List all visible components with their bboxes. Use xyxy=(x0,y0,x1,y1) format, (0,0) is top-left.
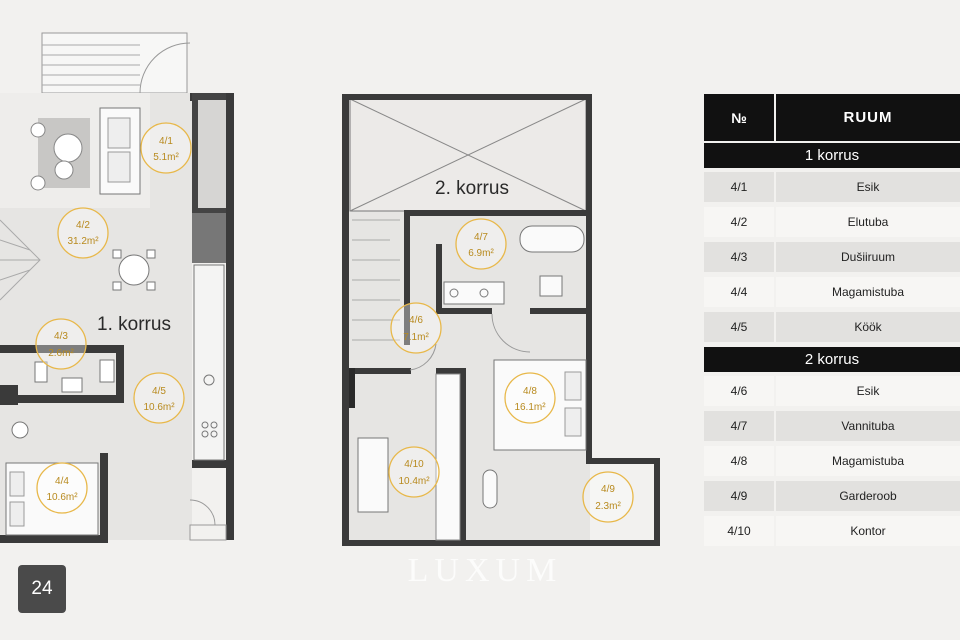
room-id: 4/9 xyxy=(601,484,615,495)
room-number: 4/8 xyxy=(704,446,774,476)
room-id: 4/4 xyxy=(55,476,69,487)
room-area: 10.4m² xyxy=(398,476,430,487)
room-name: Esik xyxy=(776,376,960,406)
room-name: Köök xyxy=(776,312,960,342)
room-number: 4/7 xyxy=(704,411,774,441)
table-header: № RUUM xyxy=(704,94,960,141)
room-marker-4-2: 4/2 31.2m² xyxy=(57,207,109,259)
room-area: 5.1m² xyxy=(153,152,179,163)
watermark-logo: LUXUM xyxy=(407,552,563,589)
room-marker-4-4: 4/4 10.6m² xyxy=(36,462,88,514)
room-area: 10.6m² xyxy=(46,492,78,503)
room-name: Kontor xyxy=(776,516,960,546)
room-marker-4-9: 4/9 2.3m² xyxy=(582,471,634,523)
room-id: 4/6 xyxy=(409,315,423,326)
room-id: 4/2 xyxy=(76,220,90,231)
room-id: 4/8 xyxy=(523,386,537,397)
floor-1-plan xyxy=(0,32,234,543)
room-area: 16.1m² xyxy=(514,402,546,413)
room-area: 7.1m² xyxy=(403,332,429,343)
room-name: Dušiiruum xyxy=(776,242,960,272)
room-area: 31.2m² xyxy=(67,236,99,247)
room-marker-4-7: 4/7 6.9m² xyxy=(455,218,507,270)
floor-1-label: 1. korrus xyxy=(97,314,171,335)
room-number: 4/2 xyxy=(704,207,774,237)
room-name: Elutuba xyxy=(776,207,960,237)
room-area: 6.9m² xyxy=(468,248,494,259)
section-header-floor-1: 1 korrus xyxy=(704,143,960,168)
room-name: Esik xyxy=(776,172,960,202)
room-id: 4/1 xyxy=(159,136,173,147)
room-area: 2.6m² xyxy=(48,348,74,359)
room-id: 4/10 xyxy=(404,459,424,470)
room-marker-4-1: 4/1 5.1m² xyxy=(140,122,192,174)
floor-2-plan xyxy=(342,94,660,546)
room-name: Vannituba xyxy=(776,411,960,441)
page-number-badge: 24 xyxy=(18,565,66,613)
room-id: 4/5 xyxy=(152,386,166,397)
room-id: 4/3 xyxy=(54,331,68,342)
column-header-room: RUUM xyxy=(843,109,893,126)
room-marker-4-5: 4/5 10.6m² xyxy=(133,372,185,424)
section-header-floor-2: 2 korrus xyxy=(704,347,960,372)
room-number: 4/3 xyxy=(704,242,774,272)
room-name: Garderoob xyxy=(776,481,960,511)
room-number: 4/6 xyxy=(704,376,774,406)
floor-plan: 1. korrus 2. korrus 4/1 5.1m² 4/2 31.2m²… xyxy=(0,32,660,546)
room-number: 4/9 xyxy=(704,481,774,511)
room-marker-4-10: 4/10 10.4m² xyxy=(388,446,440,498)
room-name: Magamistuba xyxy=(776,277,960,307)
room-marker-4-3: 4/3 2.6m² xyxy=(35,318,87,370)
floor-2-label: 2. korrus xyxy=(435,178,509,199)
room-area: 2.3m² xyxy=(595,501,621,512)
room-number: 4/1 xyxy=(704,172,774,202)
room-name: Magamistuba xyxy=(776,446,960,476)
room-number: 4/5 xyxy=(704,312,774,342)
room-number: 4/4 xyxy=(704,277,774,307)
room-marker-4-8: 4/8 16.1m² xyxy=(504,372,556,424)
room-marker-4-6: 4/6 7.1m² xyxy=(390,302,442,354)
room-area: 10.6m² xyxy=(143,402,175,413)
column-header-number: № xyxy=(704,94,776,141)
room-id: 4/7 xyxy=(474,232,488,243)
room-number: 4/10 xyxy=(704,516,774,546)
